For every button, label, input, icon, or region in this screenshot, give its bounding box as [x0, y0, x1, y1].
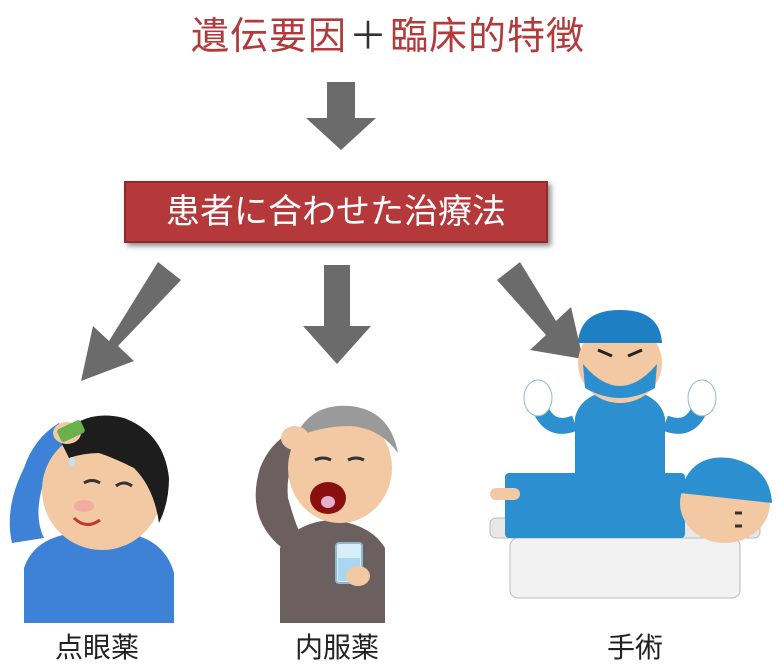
eyedrops-person-illustration [9, 415, 174, 623]
arrow-to-eyedrops [81, 262, 181, 381]
down-arrow-top [306, 82, 376, 150]
heading-clinical-features: 臨床的特徴 [390, 14, 586, 58]
label-oral-medicine: 内服薬 [294, 631, 379, 664]
oral-medicine-person-illustration [255, 405, 398, 623]
heading-plus: ＋ [348, 14, 388, 58]
tailored-treatment-box: 患者に合わせた治療法 [124, 181, 548, 243]
arrow-to-oral-medicine [303, 265, 371, 364]
label-surgery: 手術 [606, 631, 663, 664]
surgery-illustration [489, 310, 772, 599]
label-eyedrops: 点眼薬 [54, 631, 139, 664]
heading: 遺伝要因＋臨床的特徴 [0, 6, 776, 66]
arrow-to-surgery [497, 262, 583, 359]
heading-genetic-factors: 遺伝要因 [190, 14, 347, 58]
